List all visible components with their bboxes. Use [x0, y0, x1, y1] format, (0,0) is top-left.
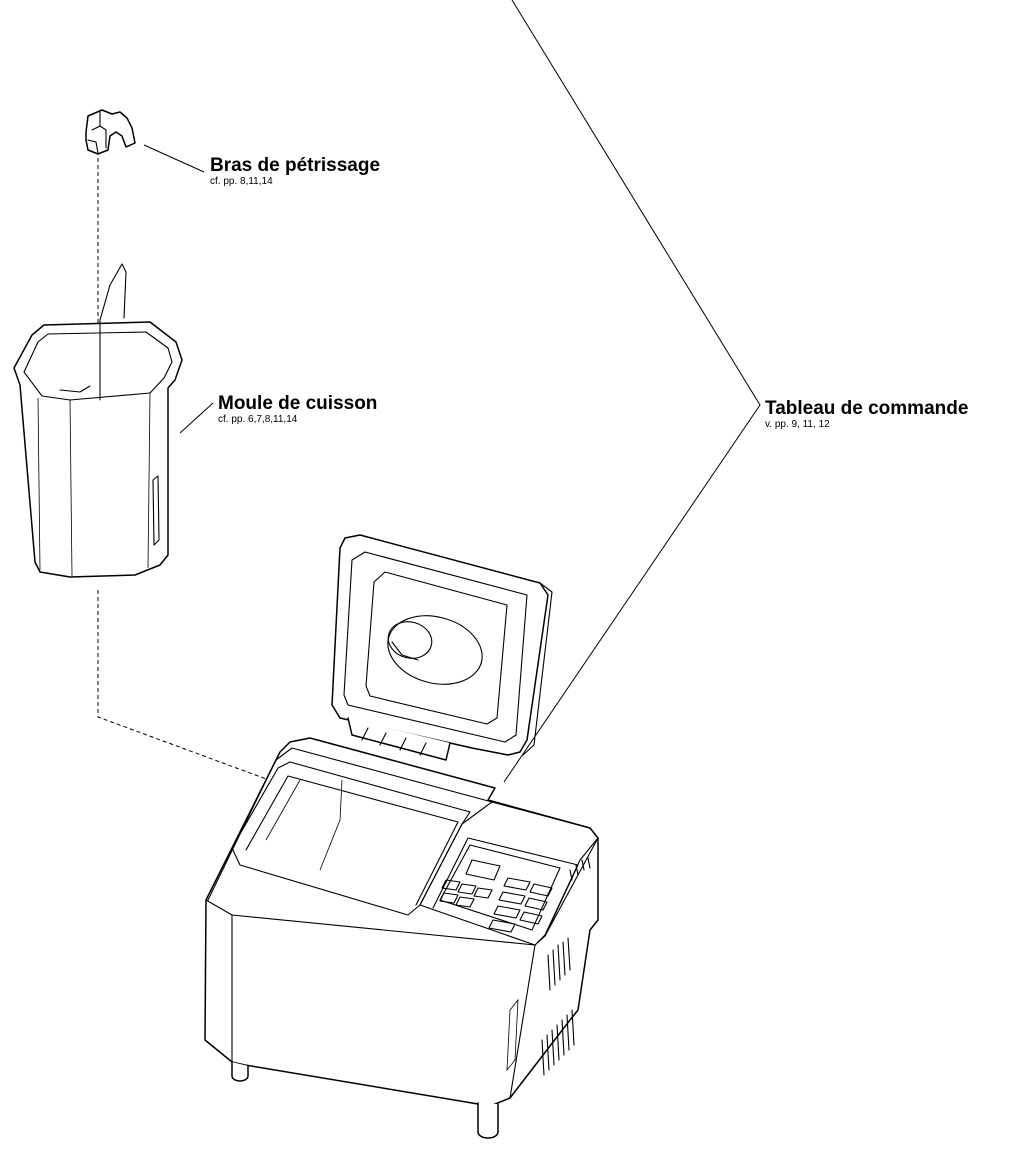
- label-kneading-arm: Bras de pétrissage cf. pp. 8,11,14: [210, 155, 380, 188]
- leader-control-panel: [503, 0, 761, 783]
- label-kneading-arm-title: Bras de pétrissage: [210, 155, 381, 176]
- label-baking-pan-title: Moule de cuisson: [218, 393, 378, 414]
- leader-baking-pan: [179, 402, 214, 434]
- label-baking-pan: Moule de cuisson cf. pp. 6,7,8,11,14: [218, 393, 377, 426]
- label-baking-pan-ref: cf. pp. 6,7,8,11,14: [218, 414, 298, 425]
- baking-pan-illustration: [13, 263, 183, 578]
- kneading-arm-illustration: [85, 109, 136, 155]
- leader-kneading-arm: [143, 144, 205, 173]
- machine-body-illustration: [204, 717, 599, 1139]
- machine-lid-illustration: [331, 534, 553, 756]
- label-control-panel: Tableau de commande v. pp. 9, 11, 12: [765, 398, 968, 431]
- label-kneading-arm-ref: cf. pp. 8,11,14: [210, 176, 273, 187]
- leader-lines: [143, 0, 761, 783]
- label-control-panel-ref: v. pp. 9, 11, 12: [765, 419, 830, 430]
- label-control-panel-title: Tableau de commande: [765, 398, 969, 419]
